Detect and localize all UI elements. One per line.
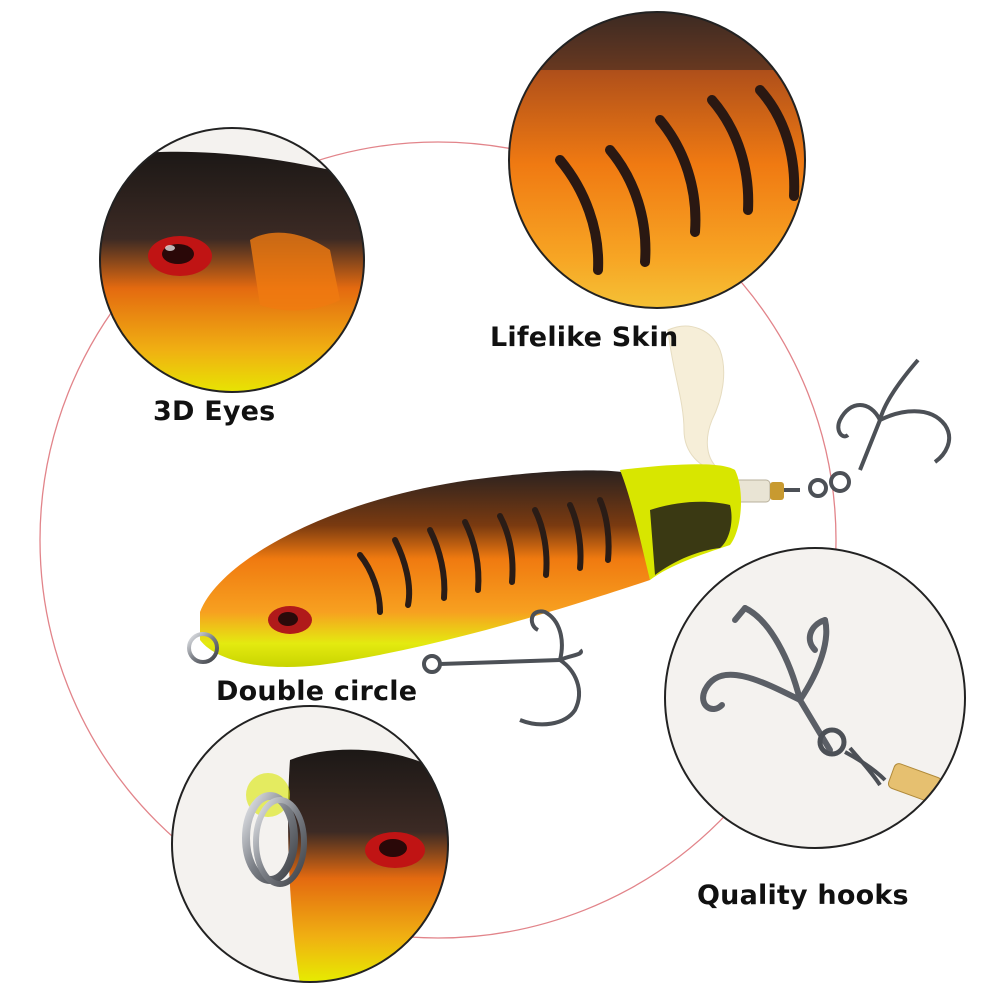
zoom-lens-hooks [664, 547, 966, 849]
callout-lifelike-skin: Lifelike Skin [490, 322, 679, 353]
callout-3d-eyes: 3D Eyes [153, 396, 276, 427]
zoom-lens-ring [171, 705, 449, 983]
zoom-lens-skin [508, 11, 806, 309]
callout-double-circle: Double circle [216, 676, 418, 707]
callout-quality-hooks: Quality hooks [697, 880, 909, 911]
lure-main [187, 325, 952, 727]
zoom-lens-eyes [99, 127, 365, 393]
guide-circle [39, 141, 837, 939]
